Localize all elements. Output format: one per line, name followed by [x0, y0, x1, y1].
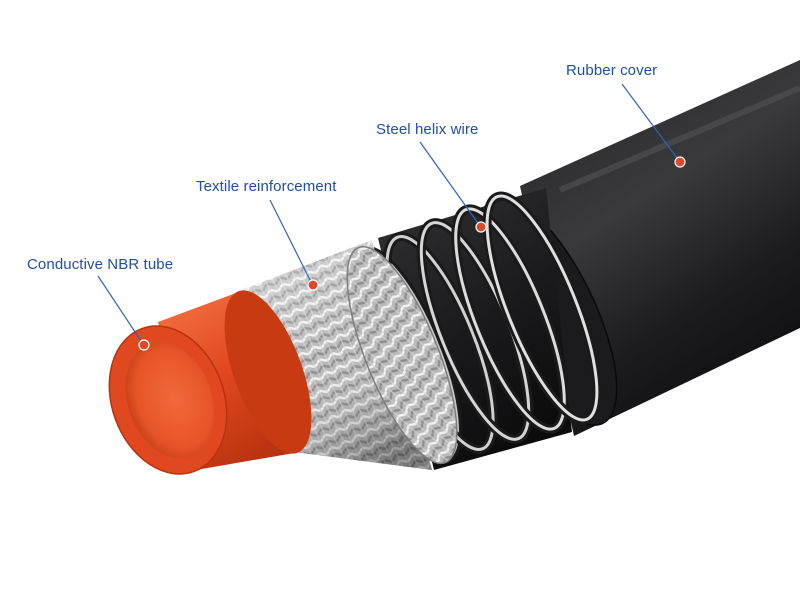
marker-textile	[307, 279, 319, 291]
marker-nbr-tube	[138, 339, 150, 351]
nbr-tube-layer	[108, 290, 312, 475]
label-steel-helix-wire: Steel helix wire	[376, 121, 479, 138]
label-conductive-nbr-tube: Conductive NBR tube	[27, 256, 174, 273]
marker-dots	[138, 156, 686, 351]
label-textile-reinforcement: Textile reinforcement	[196, 178, 337, 195]
marker-steel-helix	[475, 221, 487, 233]
label-rubber-cover: Rubber cover	[566, 62, 658, 79]
marker-rubber-cover	[674, 156, 686, 168]
leader-lines	[97, 83, 681, 345]
